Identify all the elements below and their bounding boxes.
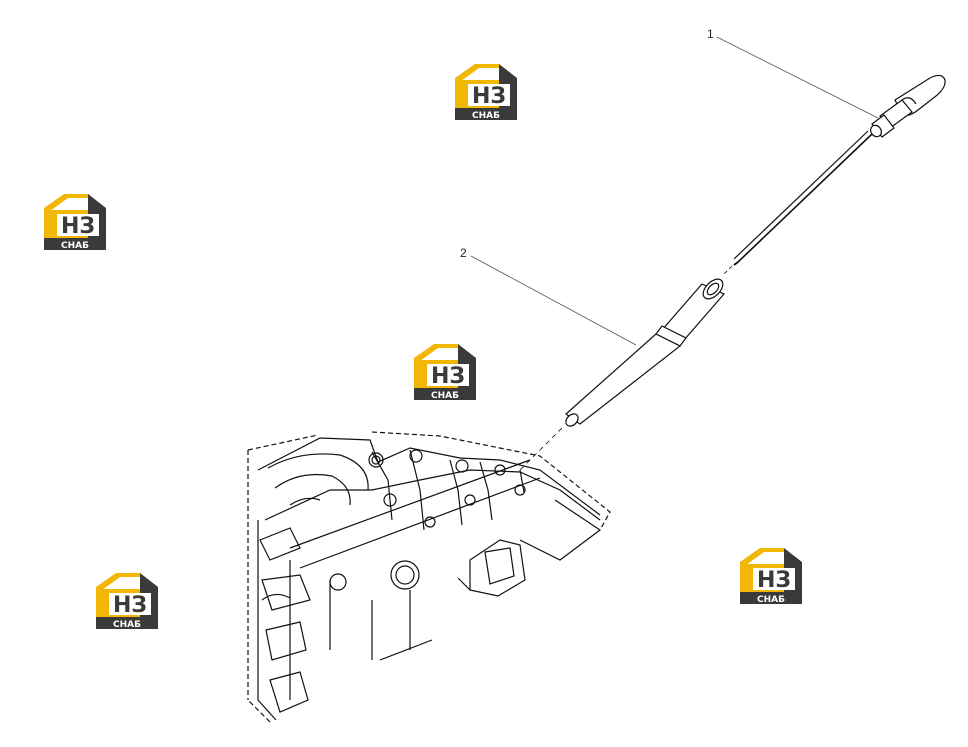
dipstick-icon [721, 74, 946, 277]
callout-1: 1 [707, 27, 879, 119]
watermark-logo-3: НЗ СНАБ [414, 344, 476, 401]
dipstick-tube-icon [519, 278, 725, 471]
watermark-logo-sub: СНАБ [61, 241, 89, 251]
watermark-logo-sub: СНАБ [113, 620, 141, 630]
watermark-logo-5: НЗ СНАБ [96, 573, 158, 630]
watermark-logo-1: НЗ СНАБ [455, 64, 517, 121]
leader-line-1 [716, 36, 879, 119]
callout-2: 2 [460, 246, 637, 346]
watermark-logo-4: НЗ СНАБ [740, 548, 802, 605]
watermark-logo-letters: НЗ [431, 364, 465, 389]
watermark-logo-2: НЗ СНАБ [44, 194, 106, 251]
watermark-logo-letters: НЗ [757, 568, 791, 593]
watermark-logo-letters: НЗ [61, 214, 95, 239]
watermark-logo-sub: СНАБ [757, 595, 785, 605]
watermark-logo-letters: НЗ [472, 84, 506, 109]
callout-label-2: 2 [460, 246, 467, 260]
watermark-logo-sub: СНАБ [431, 391, 459, 401]
watermark-logo-letters: НЗ [113, 593, 147, 618]
engine-block-icon [247, 431, 611, 723]
watermark-logo-sub: СНАБ [472, 111, 500, 121]
leader-line-2 [470, 255, 637, 346]
callout-label-1: 1 [707, 27, 714, 41]
